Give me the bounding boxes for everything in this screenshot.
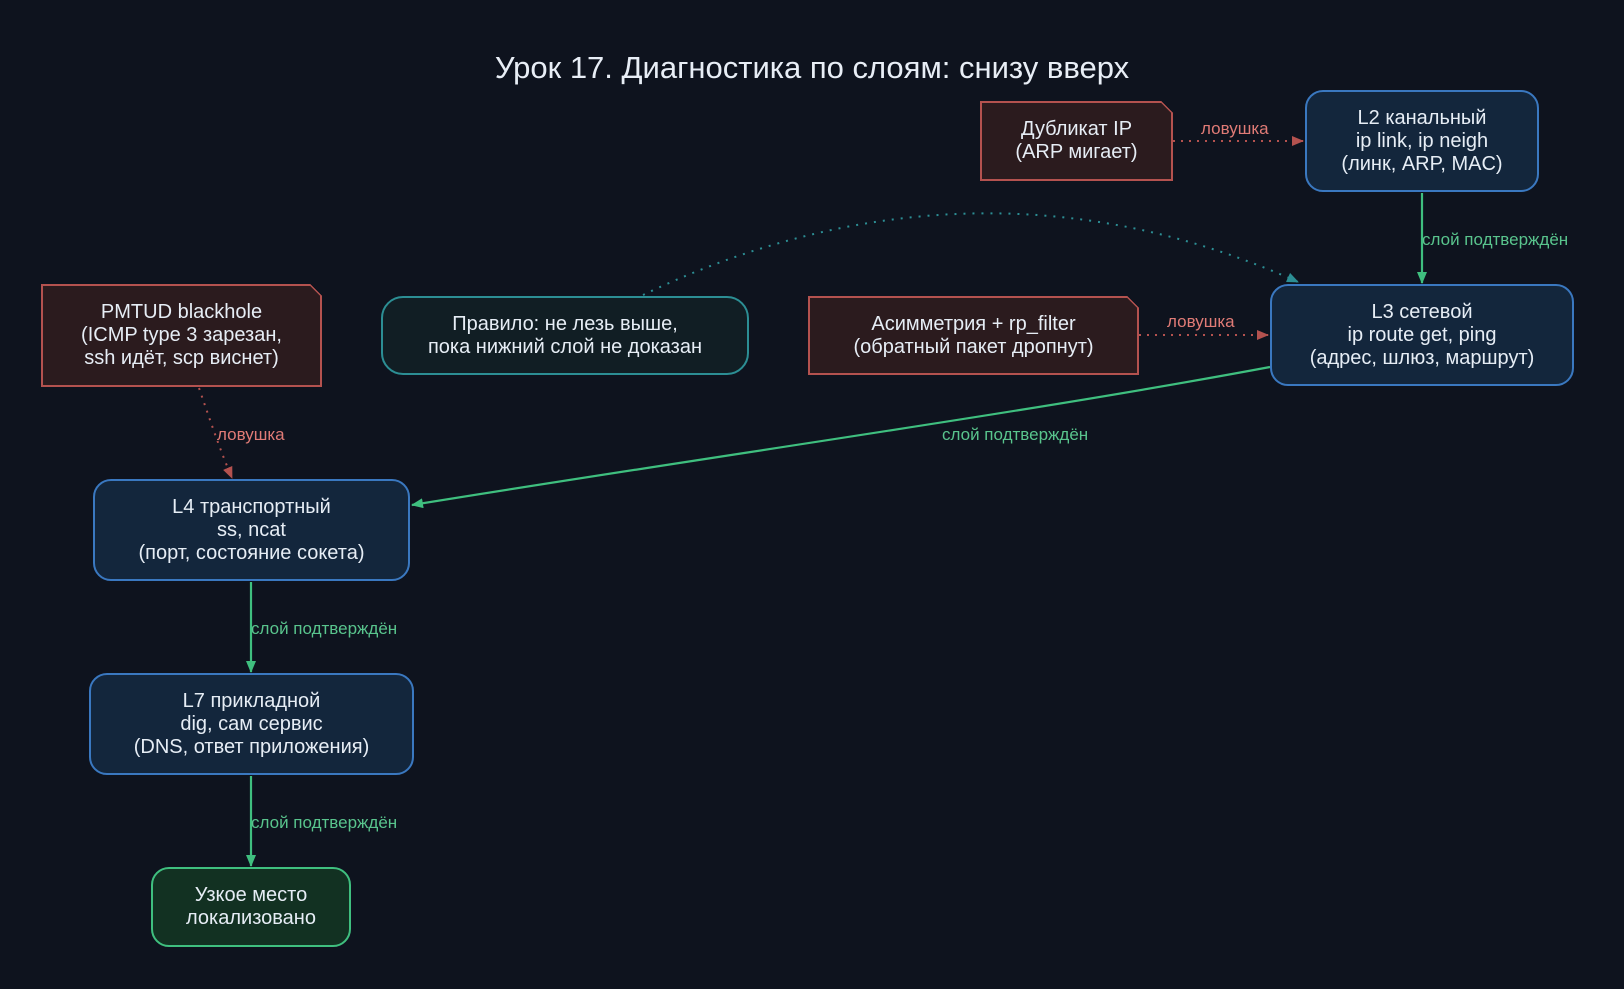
node-text-line: L2 канальный — [1357, 106, 1487, 129]
edge-label-l2-l3: слой подтверждён — [1422, 230, 1568, 249]
node-trap-pmtud: PMTUD blackhole(ICMP type 3 зарезан,ssh … — [41, 284, 322, 387]
edge-label-l3-l4: слой подтверждён — [942, 425, 1088, 444]
node-text-line: (обратный пакет дропнут) — [853, 335, 1094, 358]
node-trap-asymmetry: Асимметрия + rp_filter(обратный пакет др… — [808, 296, 1139, 375]
page-title: Урок 17. Диагностика по слоям: снизу вве… — [494, 50, 1130, 85]
node-text-line: (ICMP type 3 зарезан, — [81, 324, 282, 346]
node-text-line: пока нижний слой не доказан — [427, 335, 703, 358]
edge-label-l4-l7: слой подтверждён — [251, 619, 397, 638]
node-text-line: ss, ncat — [217, 518, 286, 541]
node-text-line: L7 прикладной — [182, 689, 321, 712]
node-text-line: (линк, ARP, MAC) — [1341, 152, 1503, 175]
node-text-line: ssh идёт, scp виснет) — [84, 347, 279, 369]
node-text-line: (ARP мигает) — [1015, 141, 1138, 163]
edge-label-pmtud: ловушка — [217, 425, 285, 444]
node-text-line: ip link, ip neigh — [1355, 129, 1489, 152]
node-text-line: Дубликат IP — [1020, 118, 1133, 140]
edge-label-dup-ip: ловушка — [1201, 119, 1269, 138]
node-text-line: Узкое место — [194, 884, 308, 906]
edge-pmtud-to-l4 — [198, 387, 233, 479]
edge-l3-to-l4 — [411, 365, 1271, 509]
edge-label-asym: ловушка — [1167, 312, 1235, 331]
node-text-line: Асимметрия + rp_filter — [871, 312, 1076, 335]
node-trap-duplicate-ip: Дубликат IP(ARP мигает) — [980, 101, 1173, 181]
edge-rule-to-l3 — [642, 212, 1299, 296]
node-text-line: ip route get, ping — [1347, 323, 1497, 346]
edge-label-l7-done: слой подтверждён — [251, 813, 397, 832]
node-text-line: dig, сам сервис — [180, 712, 323, 735]
node-text-line: (адрес, шлюз, маршрут) — [1309, 346, 1535, 369]
node-text-line: PMTUD blackhole — [100, 301, 263, 323]
node-rule: Правило: не лезь выше,пока нижний слой н… — [381, 296, 749, 375]
node-text-line: L4 транспортный — [172, 495, 331, 518]
node-text-line: L3 сетевой — [1371, 300, 1473, 323]
node-text-line: Правило: не лезь выше, — [452, 312, 678, 335]
node-text-line: (порт, состояние сокета) — [138, 541, 365, 564]
node-text-line: локализовано — [186, 907, 316, 929]
node-text-line: (DNS, ответ приложения) — [133, 735, 370, 758]
